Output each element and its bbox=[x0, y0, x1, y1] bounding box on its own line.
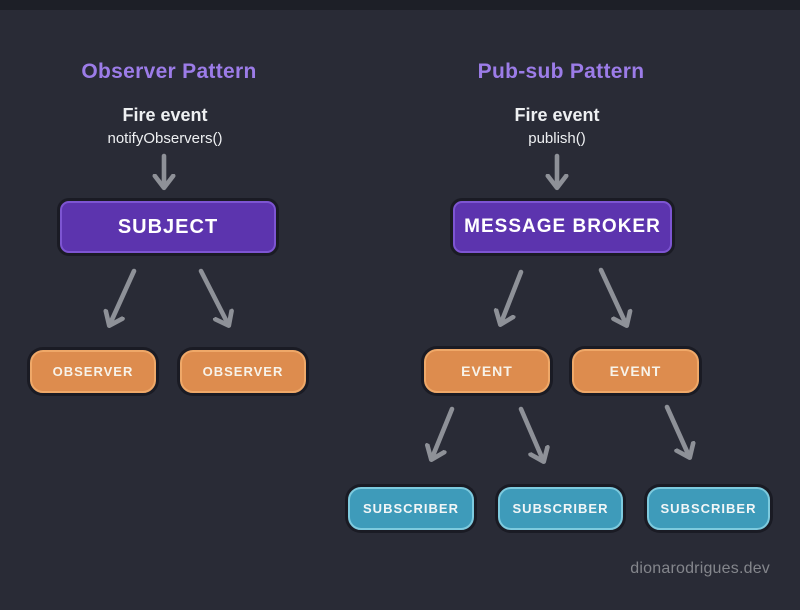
subscriber-box-1: SUBSCRIBER bbox=[348, 487, 474, 530]
observer-pattern-title: Observer Pattern bbox=[81, 60, 257, 83]
arrow-event1-to-subscriber-1 bbox=[432, 406, 455, 458]
left-method-label: notifyObservers() bbox=[107, 130, 223, 147]
observer-box-1: OBSERVER bbox=[30, 350, 156, 393]
subscriber-box-2: SUBSCRIBER bbox=[498, 487, 623, 530]
arrow-subject-to-observer-1 bbox=[110, 268, 137, 324]
right-method-label: publish() bbox=[528, 130, 586, 147]
left-fire-event-label: Fire event bbox=[122, 105, 208, 125]
top-edge-strip bbox=[0, 0, 800, 10]
subscriber-box-3: SUBSCRIBER bbox=[647, 487, 770, 530]
arrow-broker-to-event-1 bbox=[501, 269, 524, 323]
event-box-2: EVENT bbox=[572, 349, 699, 393]
arrow-event1-to-subscriber-2 bbox=[518, 406, 543, 460]
pubsub-pattern-title: Pub-sub Pattern bbox=[477, 60, 645, 83]
arrow-subject-to-observer-2 bbox=[198, 268, 228, 324]
event-box-1: EVENT bbox=[424, 349, 550, 393]
observer-box-2: OBSERVER bbox=[180, 350, 306, 393]
message-broker-box: MESSAGE BROKER bbox=[453, 201, 672, 253]
arrow-broker-to-event-2 bbox=[598, 267, 626, 324]
right-fire-event-label: Fire event bbox=[514, 105, 600, 125]
arrow-event2-to-subscriber-3 bbox=[664, 404, 689, 456]
subject-box: SUBJECT bbox=[60, 201, 276, 253]
watermark: dionarodrigues.dev bbox=[630, 560, 770, 577]
